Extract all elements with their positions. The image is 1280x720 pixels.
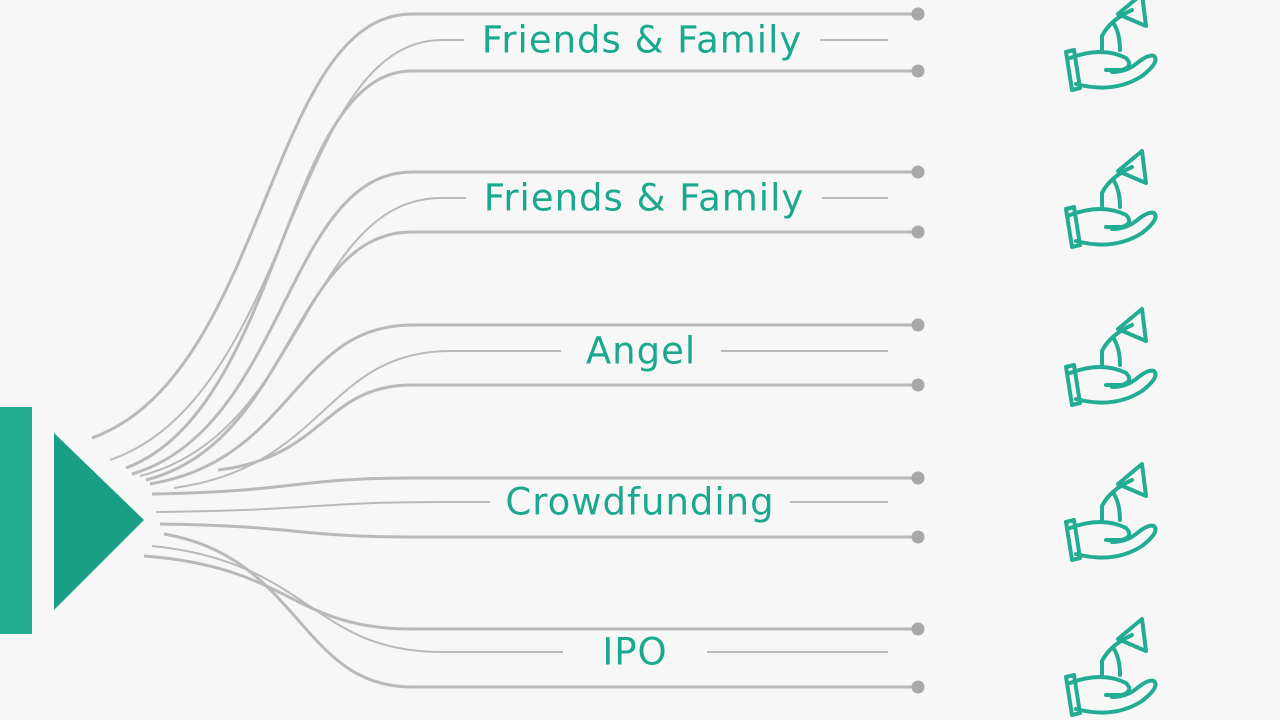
hand-with-up-arrow-icon: [1064, 149, 1158, 249]
stage-label: Angel: [586, 330, 696, 373]
connector-line: [91, 12, 918, 440]
end-dot: [911, 471, 925, 485]
connector-line: [139, 197, 466, 477]
connector-line: [151, 476, 918, 496]
end-dot: [911, 7, 925, 21]
connector-lines: [91, 7, 925, 694]
connector-line: [143, 554, 918, 631]
connector-line: [109, 39, 464, 461]
end-dot: [911, 225, 925, 239]
stage-label: Crowdfunding: [505, 481, 774, 524]
stage-label: IPO: [602, 631, 667, 674]
stage-label: Friends & Family: [482, 19, 803, 62]
end-dot: [911, 165, 925, 179]
end-dot: [911, 378, 925, 392]
play-triangle-icon: [54, 433, 144, 610]
end-dot: [911, 64, 925, 78]
connector-line: [159, 522, 918, 539]
connector-line: [173, 350, 561, 489]
connector-line: [145, 230, 918, 482]
end-dot: [911, 622, 925, 636]
stage-label: Friends & Family: [484, 177, 805, 220]
connector-line: [151, 545, 563, 653]
connector-line: [163, 532, 918, 689]
connector-line: [125, 69, 918, 470]
hand-with-up-arrow-icon: [1064, 462, 1158, 562]
end-dot: [911, 680, 925, 694]
hand-with-up-arrow-icon: [1064, 617, 1158, 717]
stage-icons: [1064, 0, 1158, 717]
end-dot: [911, 530, 925, 544]
hand-with-up-arrow-icon: [1064, 307, 1158, 407]
connector-line: [155, 501, 490, 513]
connector-line: [131, 170, 918, 476]
connector-line: [217, 383, 918, 472]
left-accent-bar: [0, 407, 32, 634]
connector-line: [149, 323, 918, 486]
end-dot: [911, 318, 925, 332]
hand-with-up-arrow-icon: [1064, 0, 1158, 92]
